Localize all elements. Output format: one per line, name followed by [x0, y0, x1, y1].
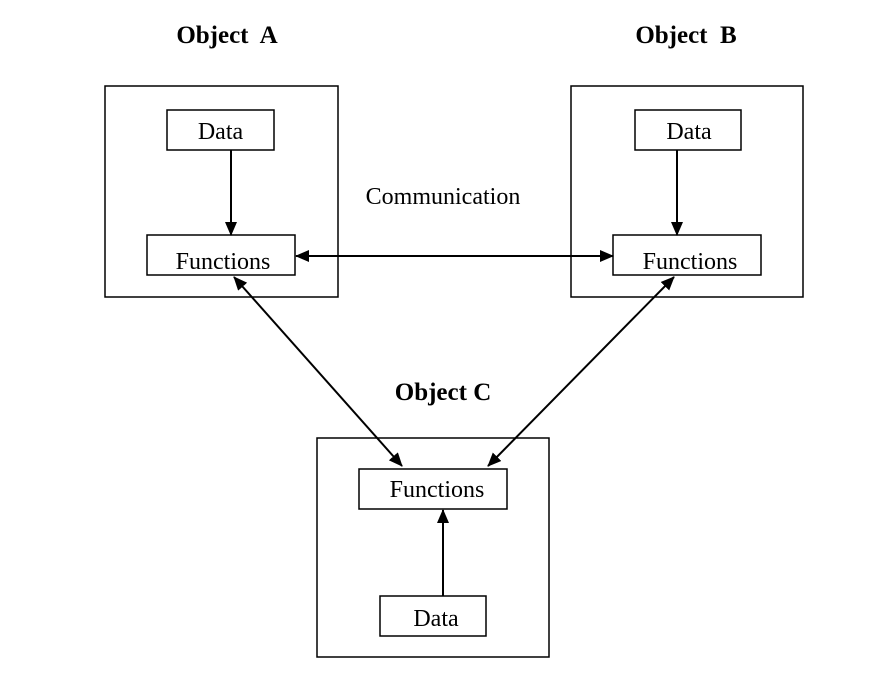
object-b-data-label: Data	[666, 119, 712, 145]
object-c-container	[316, 437, 550, 658]
a-c-communication-arrow	[233, 276, 403, 467]
b-c-communication-arrow	[487, 276, 675, 467]
object-a-functions-label: Functions	[176, 249, 271, 275]
object-a: Object A Data Functions	[104, 22, 339, 298]
object-b-data-box	[634, 109, 742, 151]
object-b-title: Object B	[635, 22, 736, 49]
object-a-title: Object A	[176, 22, 277, 49]
object-c-title: Object C	[395, 379, 492, 406]
object-a-data-label: Data	[198, 119, 244, 145]
object-b-functions-label: Functions	[643, 249, 738, 275]
object-c-data-label: Data	[413, 606, 459, 632]
object-b-container	[570, 85, 804, 298]
object-c: Object C Functions Data	[316, 379, 550, 658]
object-c-functions-label: Functions	[390, 477, 485, 503]
communication-label: Communication	[366, 184, 521, 210]
object-a-container	[104, 85, 339, 298]
object-a-data-box	[166, 109, 275, 151]
object-c-data-box	[379, 595, 487, 637]
object-c-functions-box	[358, 468, 508, 510]
